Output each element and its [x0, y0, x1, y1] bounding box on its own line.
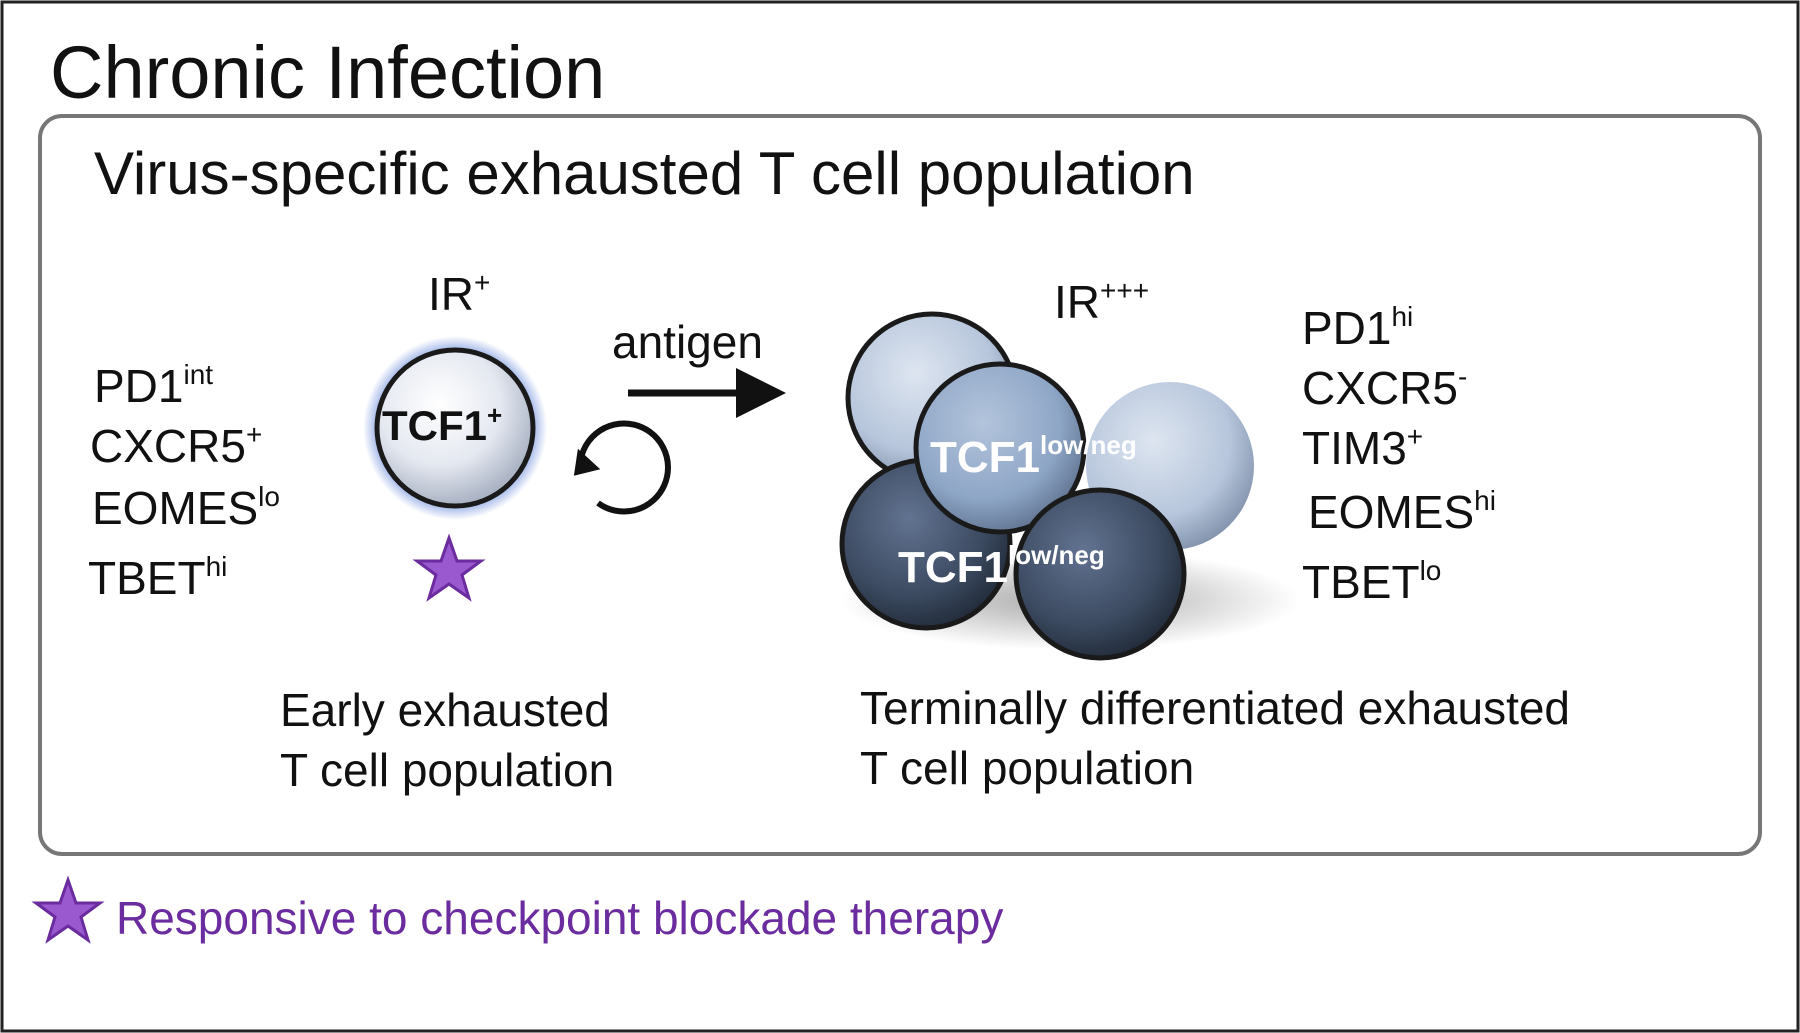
terminal-marker-eomes: EOMEShi — [1308, 485, 1496, 538]
early-population: IR+ PD1int CXCR5+ EOMESlo TBEThi TCF1+ E… — [88, 267, 671, 796]
figure-title: Chronic Infection — [50, 31, 605, 114]
antigen-arrowhead-icon — [736, 368, 786, 418]
terminal-caption-line1: Terminally differentiated exhausted — [860, 682, 1570, 734]
early-ir-base: IR — [428, 268, 474, 320]
terminal-population: IR+++ TCF1low/neg TCF1low/neg PD1hi CXCR… — [839, 275, 1570, 794]
legend-text: Responsive to checkpoint blockade therap… — [116, 892, 1003, 944]
terminal-marker-cxcr5: CXCR5- — [1302, 361, 1467, 414]
legend-star-icon — [31, 875, 105, 944]
terminal-cell-dark-right — [1013, 487, 1187, 661]
terminal-markers: PD1hi CXCR5- TIM3+ EOMEShi TBETlo — [1302, 301, 1496, 608]
early-ir-label: IR+ — [428, 267, 490, 320]
terminal-marker-tbet: TBETlo — [1302, 555, 1441, 608]
checkpoint-star-icon — [412, 533, 486, 602]
terminal-marker-tim3: TIM3+ — [1302, 421, 1423, 474]
panel-heading: Virus-specific exhausted T cell populati… — [94, 140, 1195, 207]
antigen-arrow: antigen — [612, 316, 786, 418]
early-marker-pd1: PD1int — [94, 359, 213, 412]
terminal-cell-label-lower: TCF1low/neg — [898, 540, 1105, 592]
early-cell-label: TCF1+ — [382, 400, 502, 449]
early-ir-sup: + — [474, 267, 490, 298]
terminal-cell-mid — [913, 361, 1087, 535]
terminal-cell-label-upper: TCF1low/neg — [930, 430, 1137, 482]
antigen-label: antigen — [612, 316, 763, 368]
early-caption-line2: T cell population — [280, 744, 614, 796]
early-marker-cxcr5: CXCR5+ — [90, 419, 262, 472]
self-renewal-arrow-icon — [573, 420, 671, 515]
early-cell — [374, 347, 536, 509]
early-marker-eomes: EOMESlo — [92, 481, 280, 534]
terminal-caption-line2: T cell population — [860, 742, 1194, 794]
early-markers: PD1int CXCR5+ EOMESlo TBEThi — [88, 359, 280, 604]
terminal-ir-label: IR+++ — [1054, 275, 1149, 328]
early-caption-line1: Early exhausted — [280, 684, 610, 736]
terminal-marker-pd1: PD1hi — [1302, 301, 1413, 354]
legend: Responsive to checkpoint blockade therap… — [31, 875, 1003, 944]
early-marker-tbet: TBEThi — [88, 551, 227, 604]
